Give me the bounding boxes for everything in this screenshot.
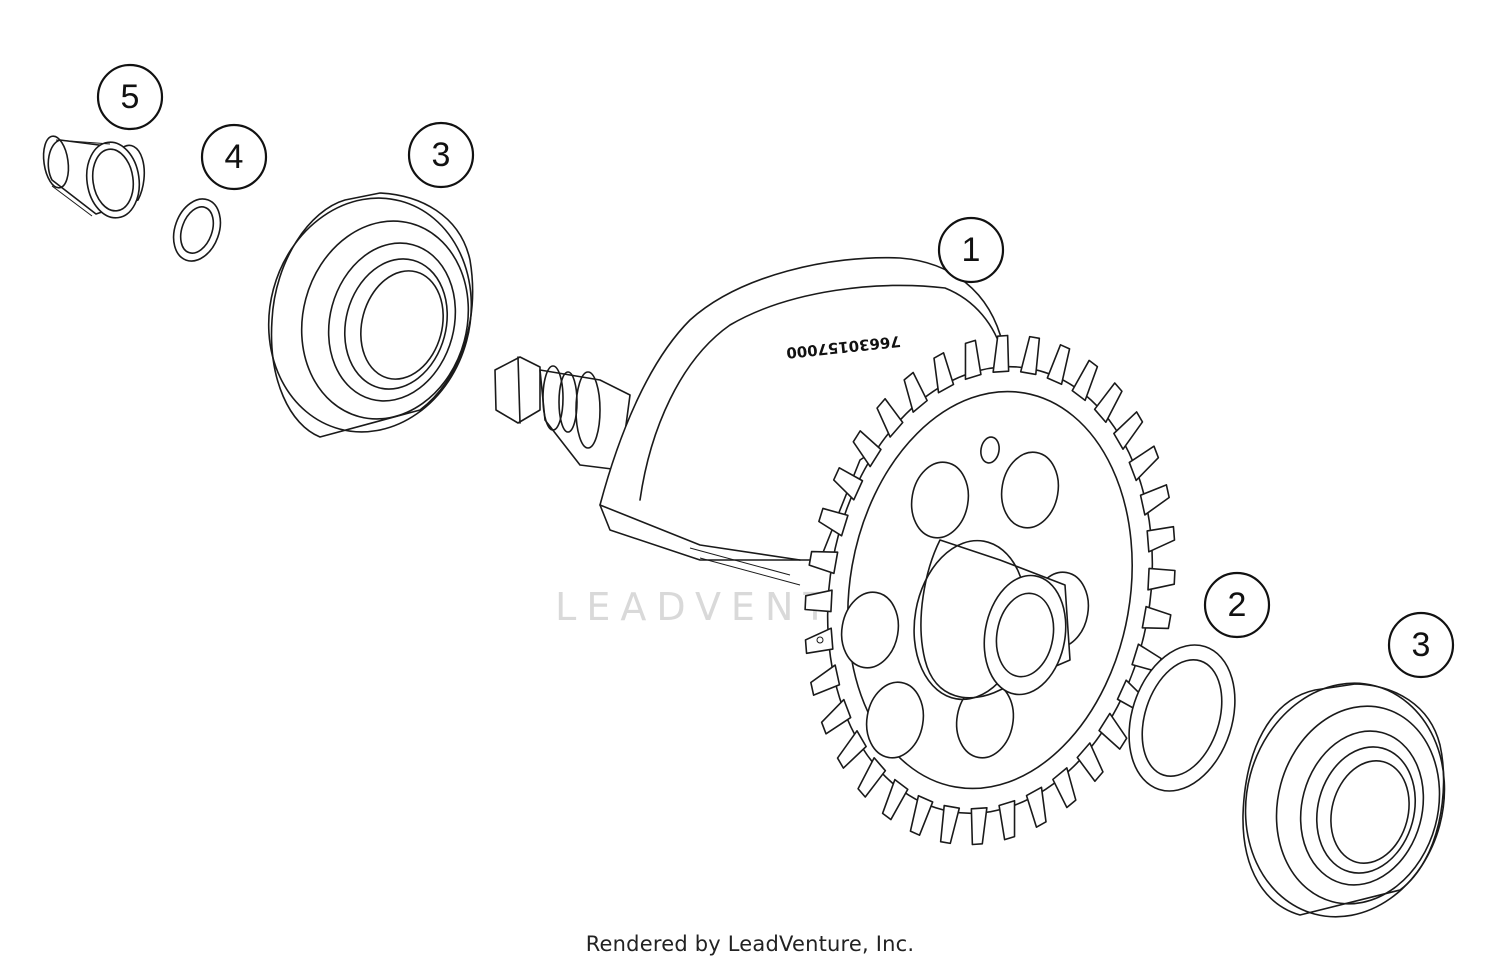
gear-tooth — [808, 550, 839, 575]
gear-tooth — [804, 589, 833, 613]
gear-tooth — [1139, 484, 1170, 516]
callout-3-lower: 3 — [1387, 611, 1455, 679]
part-4-washer — [172, 198, 222, 262]
svg-text:4: 4 — [225, 138, 244, 176]
callout-3-upper: 3 — [407, 121, 475, 189]
gear-tooth — [1071, 359, 1099, 402]
svg-text:2: 2 — [1228, 586, 1247, 624]
gear-tooth — [1076, 742, 1104, 783]
callout-1: 1 — [937, 216, 1005, 284]
gear-tooth — [933, 352, 955, 394]
gear-tooth — [881, 778, 909, 821]
gear-tooth — [804, 627, 834, 655]
gear-tooth — [1098, 712, 1128, 750]
svg-text:3: 3 — [1412, 626, 1431, 664]
gear-tooth — [939, 804, 961, 845]
gear-tooth — [970, 806, 988, 846]
gear-tooth — [1093, 382, 1123, 424]
gear-tooth — [964, 339, 982, 381]
part-3-bearing-upper — [267, 192, 474, 438]
gear-tooth — [1146, 525, 1176, 553]
gear-tooth — [876, 397, 904, 438]
callout-4: 4 — [200, 123, 268, 191]
callout-2: 2 — [1203, 571, 1271, 639]
gear-tooth — [1025, 786, 1047, 828]
gear-tooth — [1052, 767, 1077, 809]
part-5-bushing — [42, 135, 146, 219]
gear-tooth — [852, 430, 882, 468]
gear-tooth — [1046, 344, 1071, 386]
gear-tooth — [1141, 605, 1172, 630]
part-3-bearing-lower — [1242, 682, 1446, 918]
part-1-crankshaft: 76630157000 — [494, 256, 1004, 586]
svg-text:3: 3 — [432, 136, 451, 174]
part-2-washer — [1128, 644, 1236, 792]
gear-tooth — [857, 756, 887, 798]
gear-tooth — [909, 794, 934, 836]
gear-tooth — [1019, 335, 1041, 376]
svg-text:5: 5 — [121, 78, 140, 116]
gear-tooth — [992, 334, 1010, 374]
gear-tooth — [903, 371, 928, 413]
svg-text:1: 1 — [962, 231, 981, 269]
footer-credit: Rendered by LeadVenture, Inc. — [585, 932, 915, 956]
gear-tooth — [836, 730, 867, 769]
callout-5: 5 — [96, 63, 164, 131]
gear-tooth — [820, 698, 852, 735]
gear-tooth — [1113, 411, 1144, 450]
gear-tooth — [818, 507, 849, 537]
gear-tooth — [1147, 567, 1176, 591]
gear-tooth — [998, 799, 1016, 841]
crank-gear — [804, 334, 1176, 846]
gear-tooth — [832, 466, 864, 501]
gear-tooth — [1128, 445, 1160, 482]
gear-tooth — [810, 664, 841, 696]
